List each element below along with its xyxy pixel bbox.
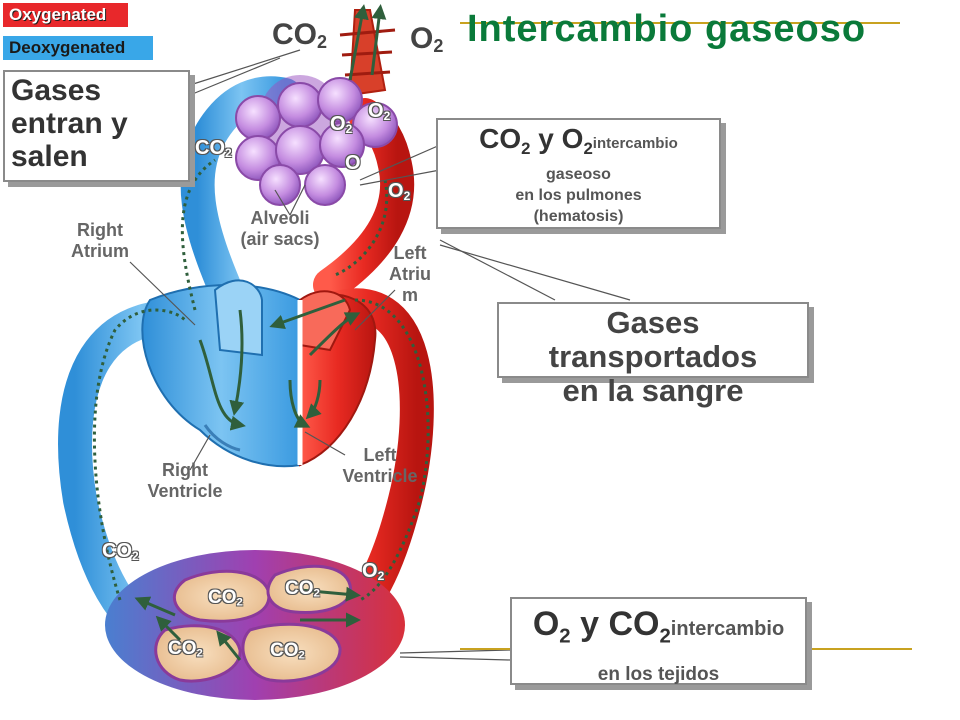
title-underline <box>460 22 900 24</box>
label-alveoli: Alveoli(air sacs) <box>240 208 320 249</box>
top-o2-label: O2 <box>410 22 444 57</box>
callout-transport: Gases transportados en la sangre <box>497 302 809 408</box>
callout-tissue-exchange: O2 y CO2 intercambio en los tejidos <box>510 597 807 685</box>
co2-marker-cell-3: CO2 <box>168 638 203 660</box>
callout-gases-line2: entran y <box>11 107 128 140</box>
co2-marker-lung: CO2 <box>195 137 232 160</box>
blood-flow-dotted <box>92 158 430 602</box>
heart <box>141 279 377 468</box>
callout-gases-line1: Gases <box>11 74 102 107</box>
co2-marker-cell-4: CO2 <box>270 640 305 662</box>
legend-oxygenated: Oxygenated <box>3 3 128 27</box>
alveoli-cluster <box>235 75 398 206</box>
callout-hematosis-line3: en los pulmones <box>515 187 642 204</box>
co2-marker-cell-2: CO2 <box>285 578 320 600</box>
callout-tissue-title: O2 y CO2 intercambio <box>532 605 785 648</box>
callout-transport-line2: en la sangre <box>562 373 744 408</box>
callout-gases-in-out: Gases entran y salen <box>3 70 190 182</box>
callout-hematosis-line4: (hematosis) <box>533 208 624 225</box>
callout-hematosis-title: CO2 y O2 intercambio <box>479 123 678 159</box>
page-title: Intercambio gaseoso <box>467 8 867 50</box>
top-co2-label: CO2 <box>272 18 328 53</box>
pointer-lines <box>129 49 631 661</box>
o2-marker-lung-3: O <box>345 152 361 174</box>
o2-marker-vein: O2 <box>388 180 411 203</box>
pulmonary-artery <box>180 76 302 317</box>
o2-marker-lung-2: O2 <box>368 100 391 123</box>
o2-marker-lung-1: O2 <box>330 113 353 136</box>
callout-hematosis-line2: gaseoso <box>546 166 611 183</box>
callout-gases-line3: salen <box>11 140 88 173</box>
legend-deoxygenated: Deoxygenated <box>3 36 153 60</box>
callout-transport-line1: Gases transportados <box>548 305 758 374</box>
callout-hematosis: CO2 y O2 intercambio gaseoso en los pulm… <box>436 118 721 229</box>
capillary-bed <box>105 550 405 700</box>
co2-marker-vena: CO2 <box>102 540 139 563</box>
flow-arrows <box>134 4 387 661</box>
o2-marker-aorta: O2 <box>362 560 385 583</box>
co2-marker-cell-1: CO2 <box>208 587 243 609</box>
callout-tissue-line2: en los tejidos <box>597 663 720 685</box>
